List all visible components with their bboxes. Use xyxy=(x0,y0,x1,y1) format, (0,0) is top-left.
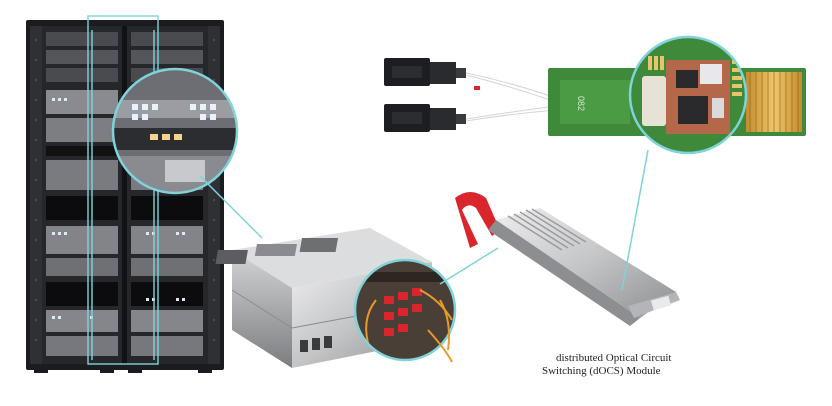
pcb-zoom-magnifier xyxy=(628,35,748,155)
chip-label: 082 xyxy=(576,96,586,111)
gold-fingers xyxy=(746,72,802,132)
caption-line-1: distributed Optical Circuit xyxy=(556,352,672,364)
transceiver-heatsink-fins xyxy=(507,208,587,251)
fiber-connector-bottom xyxy=(384,104,466,132)
caption-line-2: Switching (dOCS) Module xyxy=(542,365,661,377)
chassis-to-transceiver-connector xyxy=(439,247,499,285)
fiber-ribbons xyxy=(465,72,557,122)
pull-tab xyxy=(455,192,500,248)
chassis-internals xyxy=(215,238,339,264)
fiber-connector-top xyxy=(384,58,466,86)
orange-fibers xyxy=(427,299,453,363)
rack-to-chassis-connector xyxy=(199,175,263,239)
module-caption: distributed Optical Circuit Switching (d… xyxy=(542,352,712,378)
server-rack xyxy=(26,15,224,373)
rack-units-left xyxy=(46,32,118,356)
fiber-connectors xyxy=(384,58,557,132)
optical-transceiver xyxy=(455,192,680,326)
transceiver-to-pcb-connector xyxy=(621,149,649,291)
rack-zoom-magnifier xyxy=(111,67,239,195)
